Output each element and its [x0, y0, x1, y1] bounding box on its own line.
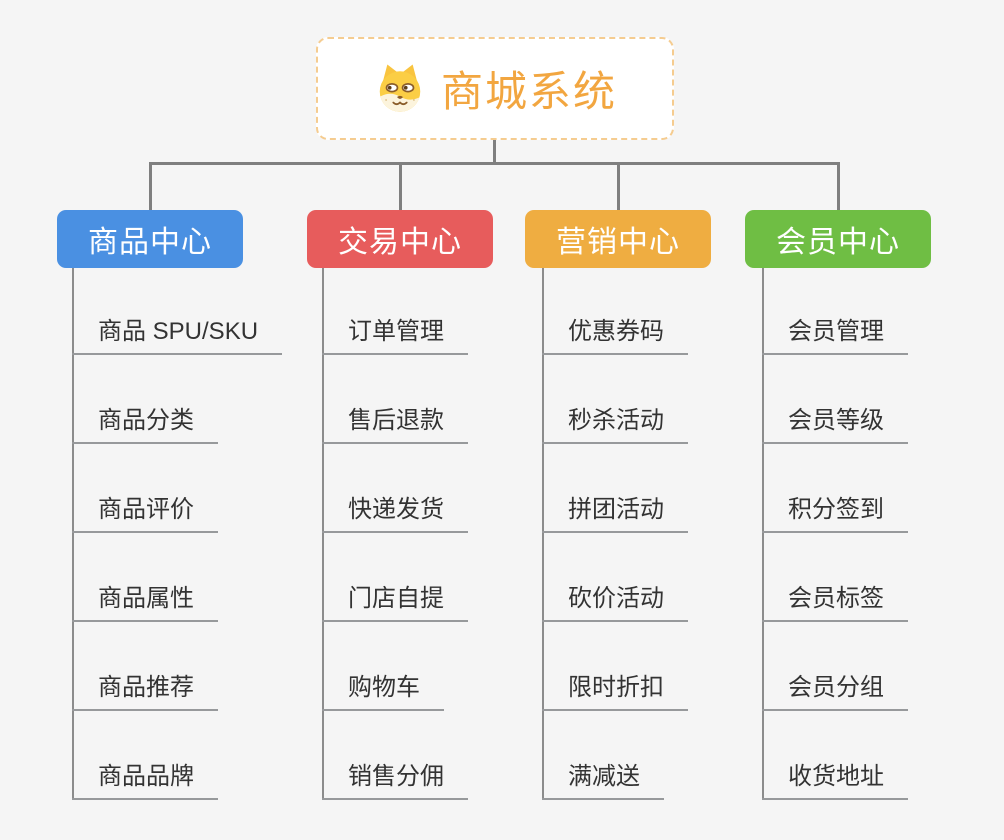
mindmap-item[interactable]: 限时折扣	[542, 671, 688, 711]
mindmap-item[interactable]: 门店自提	[322, 582, 468, 622]
root-title: 商城系统	[440, 68, 617, 115]
mindmap-item[interactable]: 商品评价	[72, 493, 218, 533]
connector-drop-1	[149, 162, 152, 210]
root-node[interactable]: 商城系统	[316, 37, 674, 140]
mindmap-item[interactable]: 购物车	[322, 671, 444, 711]
branch-marketing-center[interactable]: 营销中心	[525, 210, 711, 268]
branch-label: 交易中心	[338, 226, 462, 259]
mindmap-item[interactable]: 销售分佣	[322, 760, 468, 800]
mindmap-item[interactable]: 会员分组	[762, 671, 908, 711]
mindmap-item[interactable]: 会员标签	[762, 582, 908, 622]
mindmap-item[interactable]: 快递发货	[322, 493, 468, 533]
mindmap-item[interactable]: 拼团活动	[542, 493, 688, 533]
mindmap-item[interactable]: 积分签到	[762, 493, 908, 533]
branch-product-center[interactable]: 商品中心	[57, 210, 243, 268]
mindmap-item[interactable]: 会员管理	[762, 315, 908, 355]
mindmap-item[interactable]: 砍价活动	[542, 582, 688, 622]
connector-drop-4	[837, 162, 840, 210]
dog-face-icon	[379, 64, 421, 112]
mindmap-item[interactable]: 收货地址	[762, 760, 908, 800]
mindmap-item[interactable]: 订单管理	[322, 315, 468, 355]
branch-label: 商品中心	[88, 226, 212, 259]
mindmap-item[interactable]: 商品品牌	[72, 760, 218, 800]
mindmap-item[interactable]: 秒杀活动	[542, 404, 688, 444]
branch-product-child-line	[72, 268, 74, 800]
branch-member-center[interactable]: 会员中心	[745, 210, 931, 268]
mindmap-item[interactable]: 售后退款	[322, 404, 468, 444]
mindmap-item[interactable]: 商品属性	[72, 582, 218, 622]
mindmap-item[interactable]: 商品分类	[72, 404, 218, 444]
branch-label: 会员中心	[776, 226, 900, 259]
mindmap-item[interactable]: 商品推荐	[72, 671, 218, 711]
connector-drop-2	[399, 162, 402, 210]
mindmap-item[interactable]: 满减送	[542, 760, 664, 800]
connector-horizontal-line	[149, 162, 840, 165]
branch-member-child-line	[762, 268, 764, 800]
mindmap-item[interactable]: 会员等级	[762, 404, 908, 444]
connector-root-stem	[493, 140, 496, 164]
branch-transaction-center[interactable]: 交易中心	[307, 210, 493, 268]
connector-drop-3	[617, 162, 620, 210]
branch-transaction-child-line	[322, 268, 324, 800]
mindmap-item[interactable]: 商品 SPU/SKU	[72, 315, 283, 355]
branch-marketing-child-line	[542, 268, 544, 800]
mindmap-item[interactable]: 优惠券码	[542, 315, 688, 355]
branch-label: 营销中心	[556, 226, 680, 259]
